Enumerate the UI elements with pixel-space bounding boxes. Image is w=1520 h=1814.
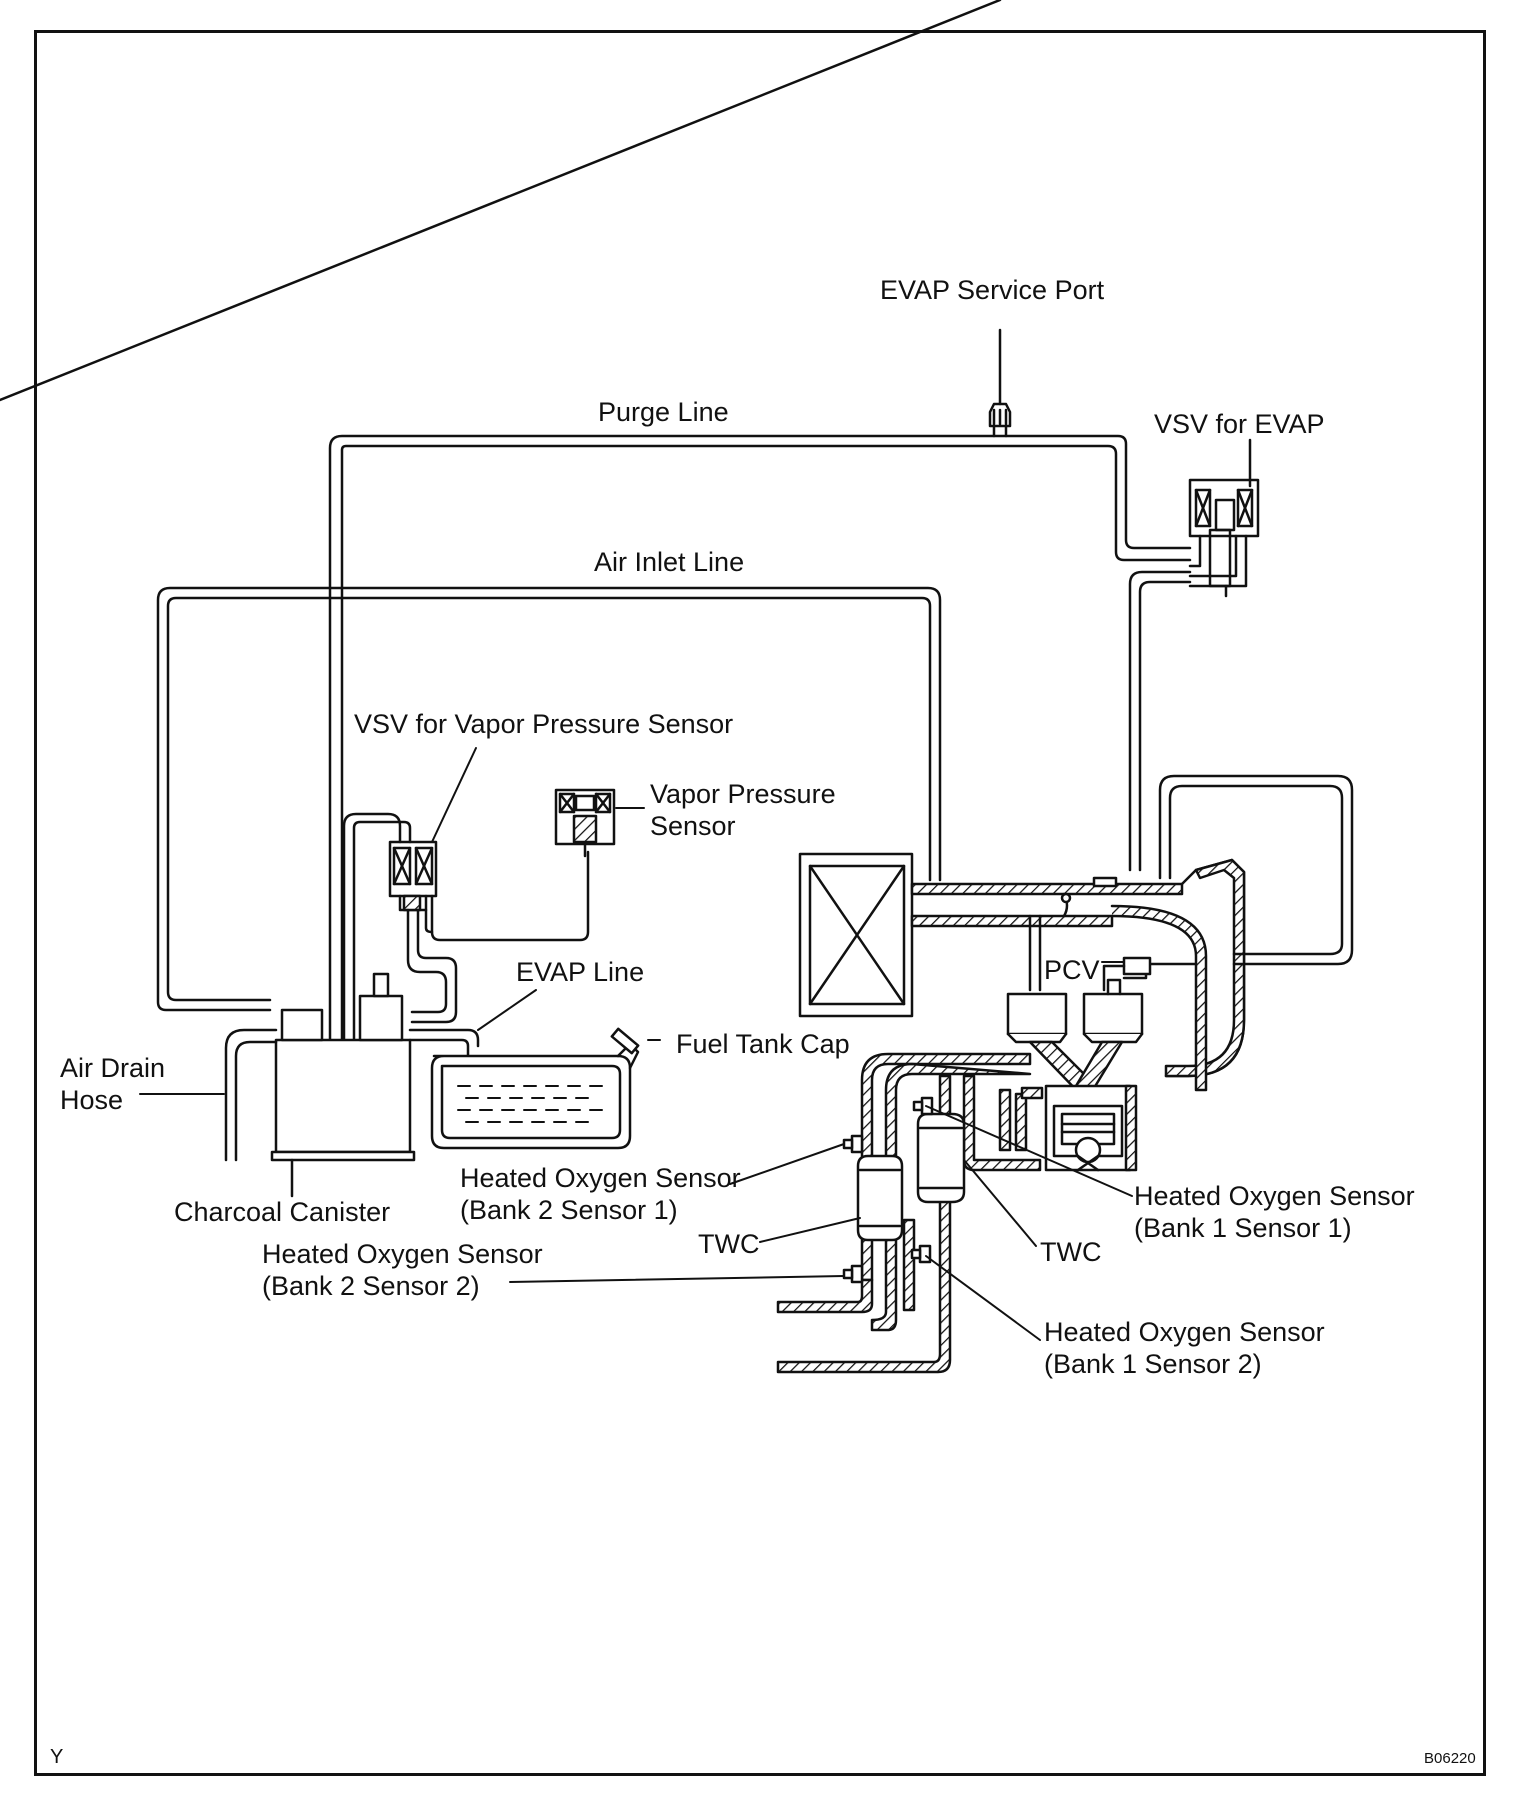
label-air-drain-hose: Air Drain Hose	[60, 1052, 165, 1116]
label-purge-line: Purge Line	[598, 397, 729, 427]
label-fuel-tank-cap: Fuel Tank Cap	[676, 1029, 850, 1059]
purge-line	[328, 434, 1192, 1042]
label-charcoal-canister: Charcoal Canister	[174, 1197, 391, 1227]
label-ho2s-bank1-sensor1: Heated Oxygen Sensor (Bank 1 Sensor 1)	[1134, 1180, 1415, 1244]
label-vsv-for-evap: VSV for EVAP	[1154, 409, 1325, 439]
leader-lines	[139, 747, 1133, 1341]
label-vapor-pressure-sensor-line2: Sensor	[650, 811, 736, 841]
label-ho2s-bank2-sensor2-line2: (Bank 2 Sensor 2)	[262, 1271, 480, 1301]
label-ho2s-bank2-sensor1: Heated Oxygen Sensor (Bank 2 Sensor 1)	[460, 1162, 741, 1226]
label-vsv-for-vapor-pressure-sensor: VSV for Vapor Pressure Sensor	[354, 709, 734, 739]
label-ho2s-bank2-sensor1-line2: (Bank 2 Sensor 1)	[460, 1195, 678, 1225]
twc-right	[916, 1112, 966, 1204]
fuel-tank	[430, 1027, 640, 1150]
label-evap-line: EVAP Line	[516, 957, 645, 987]
label-pcv: PCV	[1044, 955, 1100, 985]
label-ho2s-bank1-sensor2-line2: (Bank 1 Sensor 2)	[1044, 1349, 1262, 1379]
vsv-for-vapor-pressure-sensor	[342, 812, 590, 1042]
label-vapor-pressure-sensor-line1: Vapor Pressure	[650, 779, 836, 809]
label-air-drain-hose-line1: Air Drain	[60, 1053, 166, 1083]
figure-frame	[34, 30, 1486, 1776]
label-ho2s-bank2-sensor2: Heated Oxygen Sensor (Bank 2 Sensor 2)	[262, 1238, 543, 1302]
intake-duct	[910, 858, 1246, 1092]
label-ho2s-bank1-sensor1-line1: Heated Oxygen Sensor	[1134, 1181, 1415, 1211]
engine-block	[1044, 1084, 1138, 1172]
right-loop-line	[1158, 774, 1354, 966]
air-inlet-line	[156, 586, 942, 1012]
label-ho2s-bank1-sensor2: Heated Oxygen Sensor (Bank 1 Sensor 2)	[1044, 1316, 1325, 1380]
label-twc-right: TWC	[1040, 1237, 1102, 1267]
figure-code: B06220	[1424, 1750, 1476, 1767]
exhaust-pipes	[776, 1052, 1044, 1374]
vapor-pressure-sensor	[554, 788, 616, 858]
vsv-evap-to-intake-line	[1128, 570, 1192, 872]
pcv-line	[1102, 956, 1198, 992]
engine-manifold	[1006, 978, 1144, 1100]
label-twc-left: TWC	[698, 1229, 760, 1259]
label-ho2s-bank2-sensor1-line1: Heated Oxygen Sensor	[460, 1163, 741, 1193]
air-cleaner-box	[798, 852, 914, 1018]
label-ho2s-bank1-sensor1-line2: (Bank 1 Sensor 1)	[1134, 1213, 1352, 1243]
label-evap-service-port: EVAP Service Port	[880, 275, 1105, 305]
twc-left	[856, 1154, 904, 1242]
label-ho2s-bank2-sensor2-line1: Heated Oxygen Sensor	[262, 1239, 543, 1269]
label-air-drain-hose-line2: Hose	[60, 1085, 124, 1115]
charcoal-canister	[224, 972, 480, 1198]
corner-mark: Y	[50, 1746, 64, 1768]
label-ho2s-bank1-sensor2-line1: Heated Oxygen Sensor	[1044, 1317, 1325, 1347]
vsv-for-evap	[1188, 438, 1260, 598]
label-vapor-pressure-sensor: Vapor Pressure Sensor	[650, 778, 836, 842]
evap-service-port	[0, 0, 1012, 438]
label-air-inlet-line: Air Inlet Line	[594, 547, 745, 577]
